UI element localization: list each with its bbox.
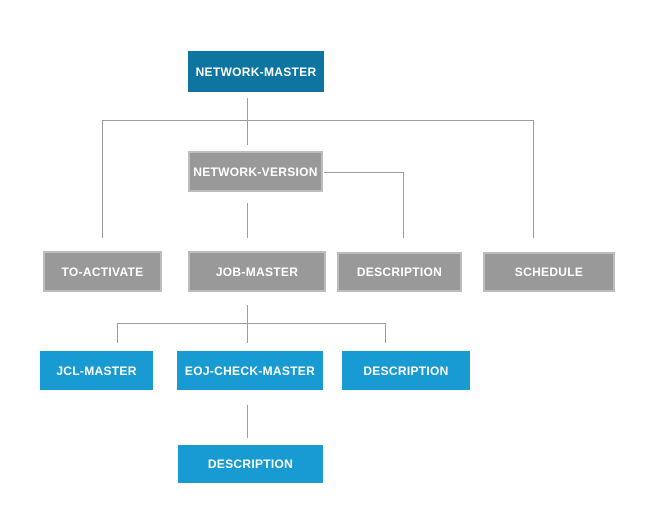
node-jcl-master[interactable]: JCL-MASTER	[40, 351, 153, 390]
connector-drop-jcl-master	[117, 323, 118, 343]
node-description-level3[interactable]: DESCRIPTION	[337, 252, 462, 292]
connector-drop-to-activate	[102, 120, 103, 238]
connector-network-master-trunk	[247, 98, 248, 145]
node-schedule[interactable]: SCHEDULE	[483, 252, 615, 292]
node-network-master[interactable]: NETWORK-MASTER	[188, 51, 324, 92]
node-to-activate[interactable]: TO-ACTIVATE	[43, 251, 162, 292]
connector-job-master-trunk	[247, 305, 248, 343]
connector-network-version-right-arm	[324, 172, 403, 173]
node-eoj-check-master[interactable]: EOJ-CHECK-MASTER	[177, 351, 323, 390]
node-network-version[interactable]: NETWORK-VERSION	[188, 151, 323, 192]
node-job-master[interactable]: JOB-MASTER	[188, 251, 326, 292]
node-description-level5[interactable]: DESCRIPTION	[178, 445, 323, 483]
connector-drop-description-level3	[403, 172, 404, 238]
connector-drop-description-level4	[385, 323, 386, 343]
connector-network-version-to-job	[247, 203, 248, 238]
connector-level1-horizontal-bus	[102, 120, 533, 121]
connector-eoj-to-description	[247, 405, 248, 438]
connector-drop-schedule	[533, 120, 534, 238]
node-description-level4[interactable]: DESCRIPTION	[342, 351, 470, 390]
connector-level4-horizontal-bus	[117, 323, 385, 324]
